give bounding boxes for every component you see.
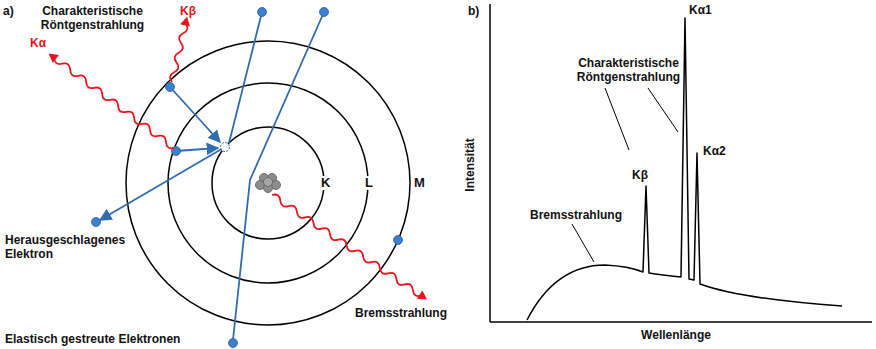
peak-label: Kα1	[689, 3, 712, 17]
shell-label: K	[319, 176, 332, 190]
peak-label: Kβ	[632, 168, 648, 182]
peak-label: Kα2	[703, 144, 726, 158]
spectrum-curve	[527, 18, 842, 320]
axis-label: Wellenlänge	[641, 328, 711, 342]
nucleus	[256, 174, 281, 193]
radiation-label: Bremsstrahlung	[355, 306, 447, 320]
electron-label: Elastisch gestreute Elektronen	[5, 332, 180, 346]
line-label: Kβ	[180, 4, 196, 18]
electron-label: Herausgeschlagenes Elektron	[5, 233, 135, 261]
chart-axes	[490, 4, 872, 322]
panel-label: b)	[468, 4, 479, 18]
electron-paths	[100, 12, 324, 340]
line-label: Kα	[30, 36, 46, 50]
xray-label: Charakteristische Röntgenstrahlung	[30, 4, 155, 32]
axis-label: Intensität	[463, 138, 477, 191]
vacancy	[221, 143, 230, 152]
radiation-label: Bremsstrahlung	[530, 208, 622, 222]
electron-shells	[126, 41, 410, 325]
panel-label: a)	[3, 4, 14, 18]
xray-waves	[46, 16, 430, 304]
shell-label: L	[363, 176, 375, 190]
leader-lines	[572, 88, 678, 262]
xray-label: Charakteristische Röntgenstrahlung	[566, 56, 691, 84]
electrons	[92, 8, 403, 348]
shell-label: M	[414, 176, 425, 190]
